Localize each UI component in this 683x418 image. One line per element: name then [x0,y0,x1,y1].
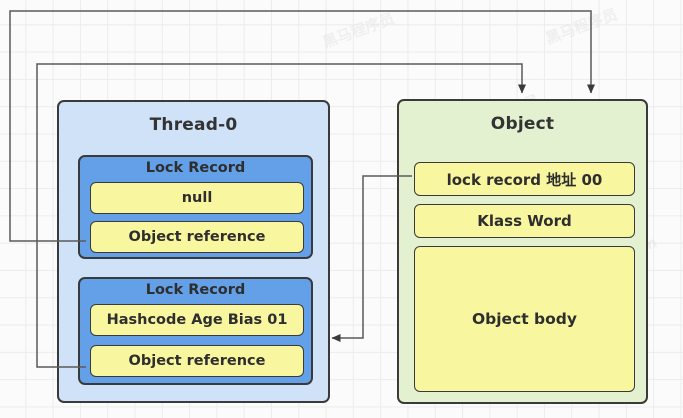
lock-record-1-title: Lock Record [145,282,246,298]
lock-record-1-slot-mark-word: Hashcode Age Bias 01 [90,304,304,336]
svg-text:黑马程序员: 黑马程序员 [543,5,620,48]
lock-record-1-slot-object-reference: Object reference [90,345,304,377]
lock-record-0-slot-object-reference: Object reference [90,221,304,253]
thread-panel-title: Thread-0 [149,115,238,135]
lock-record-1: Lock Record Hashcode Age Bias 01 Object … [78,277,313,385]
object-row-klass-word: Klass Word [414,204,635,238]
object-row-object-body: Object body [414,246,635,392]
object-row-mark-word: lock record 地址 00 [414,162,635,196]
object-panel: Object lock record 地址 00 Klass Word Obje… [397,99,648,404]
lock-record-0-slot-null: null [90,182,304,214]
thread-panel: Thread-0 Lock Record null Object referen… [57,100,330,403]
lock-record-0-title: Lock Record [145,160,246,176]
lock-record-0: Lock Record null Object reference [78,155,313,259]
svg-text:黑马程序员: 黑马程序员 [320,9,397,52]
object-panel-title: Object [490,114,555,134]
